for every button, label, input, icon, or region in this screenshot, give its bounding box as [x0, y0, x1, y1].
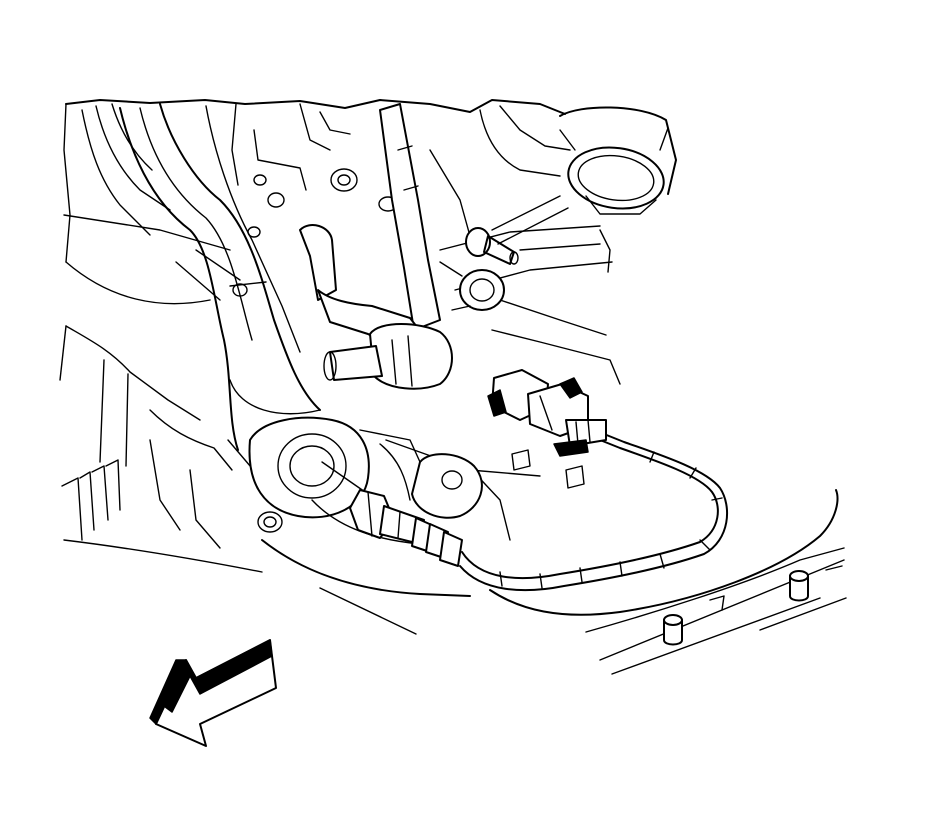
oxygen-sensor — [321, 461, 463, 567]
coolant-hose — [299, 103, 505, 390]
oil-pan — [489, 489, 847, 675]
direction-arrow — [149, 639, 277, 747]
sensor-harness — [459, 433, 729, 592]
electrical-connector — [487, 369, 607, 489]
exhaust-manifold — [119, 103, 483, 545]
intake-tube — [465, 106, 677, 265]
